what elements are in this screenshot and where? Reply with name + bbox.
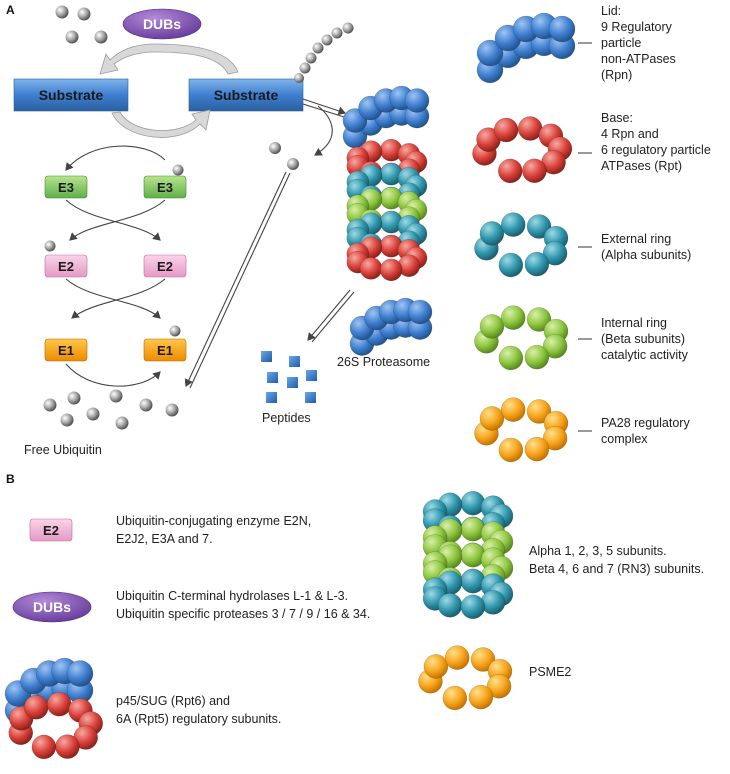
panel-b-dubs-ellipse: DUBs: [12, 591, 92, 623]
e3-top-arrow: [65, 145, 166, 171]
substrate-right-box: Substrate: [188, 78, 304, 112]
e3-ubiquitin: [172, 164, 184, 176]
e1-left-box: E1: [44, 338, 88, 362]
substrate-right-label: Substrate: [214, 87, 279, 103]
ubiquitin-top-group: [55, 5, 108, 44]
substrate-left-box: Substrate: [13, 78, 129, 112]
panel-b-rpt-text: p45/SUG (Rpt6) and 6A (Rpt5) regulatory …: [116, 694, 281, 726]
proteasome-to-peptides-arrow-2: [311, 291, 355, 343]
proteasome-label: 26S Proteasome: [337, 355, 430, 369]
legend-pa28-text: PA28 regulatory complex: [601, 416, 693, 446]
substrate-left-label: Substrate: [39, 87, 104, 103]
panel-b-psme2-text: PSME2: [529, 665, 571, 679]
e1-right-box: E1: [143, 338, 187, 362]
dubs-recycle-arrow: [99, 43, 239, 75]
e2-e1-arrow-2: [65, 278, 161, 319]
released-ubiquitin-1: [269, 142, 281, 154]
legend-alpha-text: External ring (Alpha subunits): [601, 232, 691, 262]
legend-lid-shape: [476, 12, 576, 84]
legend-base-text: Base: 4 Rpn and 6 regulatory particle AT…: [601, 111, 714, 173]
substrate-transfer-arrow: [111, 109, 211, 138]
panel-b-label: B: [6, 472, 15, 486]
legend-beta-text: Internal ring (Beta subunits) catalytic …: [601, 316, 689, 362]
e1-right-label: E1: [157, 343, 173, 358]
peptides-group: [261, 351, 317, 403]
dubs-label: DUBs: [143, 16, 181, 32]
panel-b-e2-box: E2: [29, 518, 73, 542]
legend-beta-ring-shape: [474, 305, 569, 371]
e2-right-label: E2: [157, 259, 173, 274]
e3-right-box: E3: [143, 175, 187, 199]
ubiquitin-release-arrow: [314, 105, 333, 156]
legend-lid-text: Lid: 9 Regulatory particle non-ATPases (…: [601, 4, 679, 82]
panel-b-core-shape: [422, 490, 514, 620]
e1-bottom-arrow: [65, 363, 161, 387]
e3-e2-arrow-1: [65, 199, 161, 241]
free-ubiquitin-label: Free Ubiquitin: [24, 443, 102, 457]
e3-e2-arrow-2: [69, 199, 166, 241]
ubiquitin-recycle-line-arrow: [184, 171, 287, 387]
e1-ubiquitin: [169, 325, 181, 337]
e2-ubiquitin: [44, 240, 56, 252]
e2-e1-arrow-1: [71, 278, 166, 319]
panel-b-base-shape: [8, 691, 104, 760]
panel-b-e2-label: E2: [43, 523, 59, 538]
e2-left-label: E2: [58, 259, 74, 274]
dubs-ellipse: DUBs: [122, 8, 202, 40]
ubiquitin-recycle-line-arrow-2: [189, 172, 291, 389]
substrate-to-proteasome-arrow: [302, 98, 347, 116]
e2-left-box: E2: [44, 254, 88, 278]
proteasome-26s: [342, 85, 433, 356]
legend-alpha-ring-shape: [474, 212, 569, 278]
peptides-label: Peptides: [262, 411, 311, 425]
proteasome-to-peptides-arrow: [307, 289, 351, 341]
released-ubiquitin-2: [287, 158, 299, 170]
e1-left-label: E1: [58, 343, 74, 358]
panel-b-dubs-label: DUBs: [33, 599, 71, 615]
panel-b-e2-text: Ubiquitin-conjugating enzyme E2N, E2J2, …: [116, 514, 315, 546]
e3-left-box: E3: [44, 175, 88, 199]
panel-a-label: A: [6, 3, 15, 17]
panel-b-psme2-shape: [418, 645, 513, 711]
panel-b-dubs-text: Ubiquitin C-terminal hydrolases L-1 & L-…: [116, 589, 370, 621]
e3-right-label: E3: [157, 180, 173, 195]
panel-b-alpha-beta-text: Alpha 1, 2, 3, 5 subunits. Beta 4, 6 and…: [529, 544, 704, 576]
e2-right-box: E2: [143, 254, 187, 278]
legend-pa28-ring-shape: [474, 397, 569, 463]
legend-base-shape: [472, 116, 573, 184]
e3-left-label: E3: [58, 180, 74, 195]
polyubiquitin-chain: [294, 22, 354, 83]
free-ubiquitin-pile: [43, 389, 179, 430]
